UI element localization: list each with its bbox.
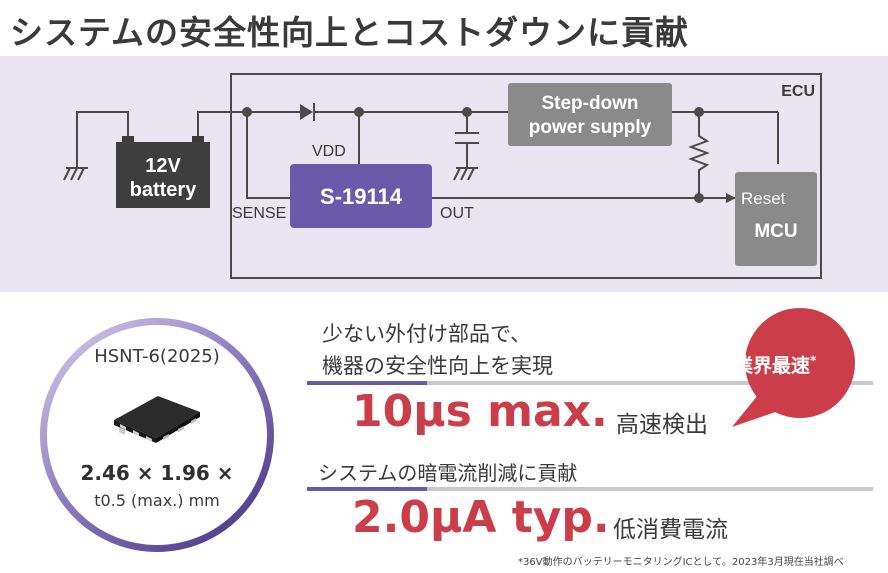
junction-dot: [694, 107, 704, 117]
circuit-diagram: 12V battery Step-down power supply S-191…: [63, 73, 822, 279]
feature1-rule: [427, 381, 873, 385]
battery-label: battery: [130, 179, 198, 201]
feature2-line1: システムの暗電流削減に貢献: [318, 461, 578, 485]
package-dimensions: 2.46 × 1.96 ×: [80, 461, 234, 485]
ic-box: [290, 164, 432, 228]
battery-box: [116, 142, 210, 208]
footnote: *36V動作のバッテリーモニタリングICとして。2023年3月現在当社調べ: [518, 557, 844, 568]
mcu-box: [735, 172, 817, 266]
ecu-label: ECU: [781, 83, 815, 100]
badge-mark: *: [810, 353, 817, 368]
page-title: システムの安全性向上とコストダウンに貢献: [10, 13, 690, 52]
feature1-line2: 機器の安全性向上を実現: [322, 354, 553, 378]
vdd-label: VDD: [312, 143, 346, 160]
stepdown-label: power supply: [529, 117, 652, 138]
feature1-line1: 少ない外付け部品で、: [322, 322, 532, 346]
junction-dot: [694, 193, 704, 203]
stepdown-label: Step-down: [541, 93, 638, 114]
battery-terminal: [122, 136, 134, 142]
badge-label: 業界最速: [734, 355, 811, 377]
feature2-label: 低消費電流: [613, 517, 728, 543]
feature2-rule: [427, 487, 873, 491]
out-label: OUT: [440, 205, 474, 222]
ic-label: S-19114: [320, 184, 403, 209]
package-thickness: t0.5 (max.) mm: [94, 491, 220, 510]
battery-terminal: [192, 136, 204, 142]
stepdown-box: [508, 83, 672, 146]
package-name: HSNT-6(2025): [94, 346, 220, 367]
mcu-label: MCU: [754, 221, 797, 242]
chip-illustration: [114, 396, 200, 443]
feature1-rule-accent: [307, 381, 427, 385]
junction-dot: [242, 107, 252, 117]
feature2-value: 2.0μA typ.: [352, 492, 610, 543]
sense-label: SENSE: [232, 205, 286, 222]
junction-dot: [354, 107, 364, 117]
reset-label: Reset: [741, 189, 786, 208]
badge-bubble: [732, 308, 855, 427]
feature2-rule-accent: [307, 487, 427, 491]
feature1-value: 10μs max.: [352, 386, 608, 437]
battery-volt: 12V: [145, 155, 181, 177]
ecu-frame: [230, 73, 822, 279]
junction-dot: [462, 107, 472, 117]
feature1-label: 高速検出: [616, 412, 708, 438]
badge-text: 業界最速*: [734, 351, 816, 378]
